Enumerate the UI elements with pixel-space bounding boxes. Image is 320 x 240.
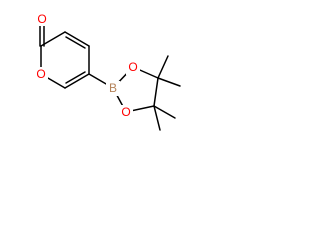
bond-c3-c4 (64, 31, 90, 47)
bond-c3-c4-double (65, 36, 86, 49)
methyl-bond-4 (153, 105, 161, 131)
pyranone-ring (39, 25, 90, 89)
atom-label-ring-oxygen: O (36, 67, 45, 81)
methyl-groups (153, 55, 181, 131)
atom-dioxaborolane-oxygen-bottom: O (119, 105, 133, 120)
bond-c2-c3 (40, 31, 66, 47)
methyl-bond-1 (157, 55, 169, 79)
atom-carbonyl-oxygen: O (35, 11, 48, 26)
chemical-structure: O O B O O (34, 11, 181, 131)
atom-label-dioxaborolane-oxygen-top: O (128, 60, 137, 74)
atom-label-boron: B (109, 81, 117, 95)
bond-c5-c6-double (65, 71, 86, 84)
bond-c-c (153, 77, 159, 107)
methyl-bond-2 (157, 77, 181, 87)
atom-dioxaborolane-oxygen-top: O (126, 60, 140, 75)
atom-boron: B (106, 81, 120, 96)
atom-label-dioxaborolane-oxygen-bottom: O (121, 105, 130, 119)
atom-ring-oxygen: O (34, 67, 48, 82)
atom-label-carbonyl-oxygen: O (37, 12, 46, 26)
bond-c5-c6 (64, 73, 90, 89)
methyl-bond-3 (153, 105, 176, 119)
